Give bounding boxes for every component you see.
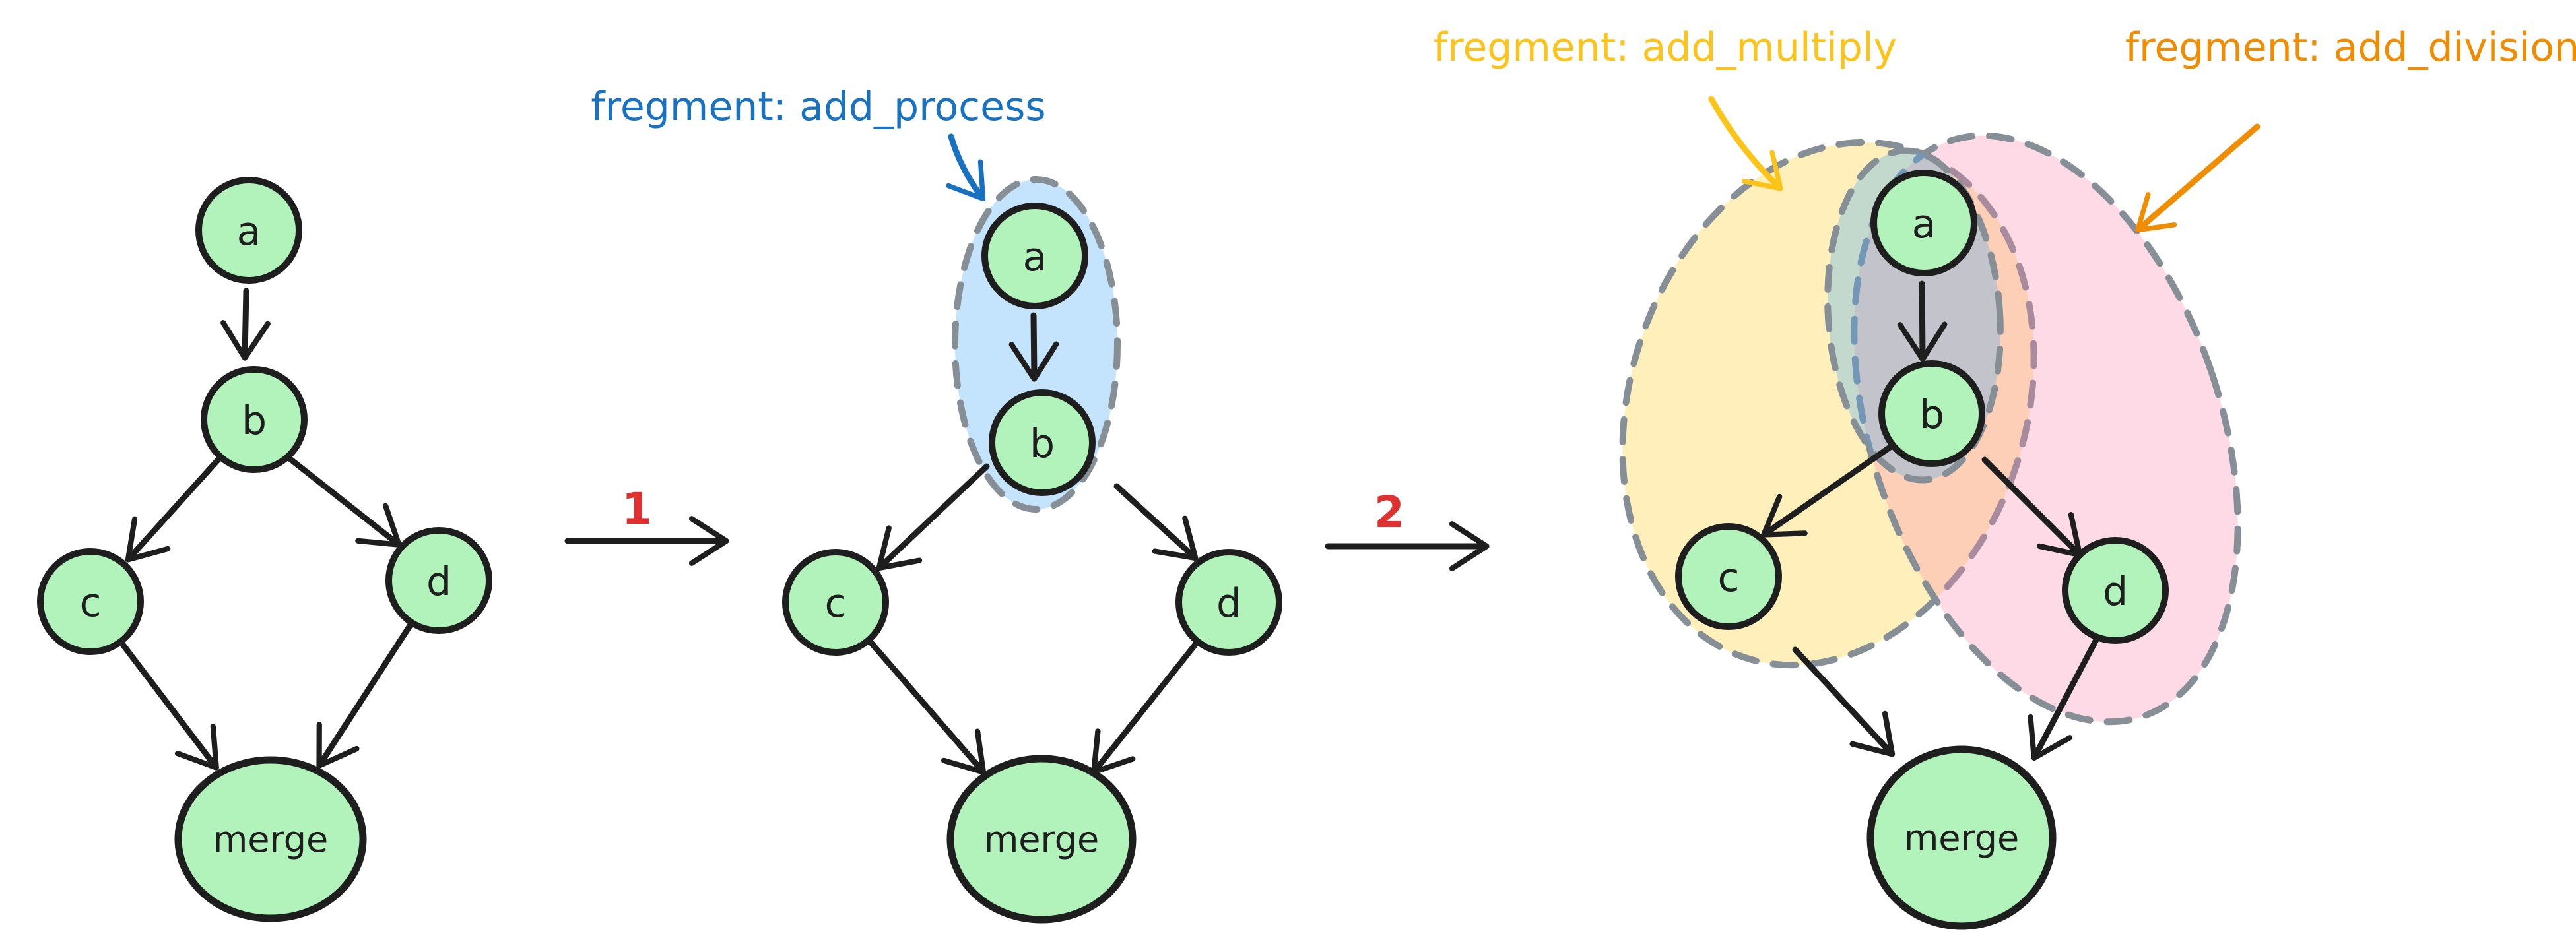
node-c-shape	[37, 548, 144, 655]
edge-b-d	[1981, 456, 2083, 558]
node-a: a	[195, 177, 302, 284]
node-b-label: b	[242, 398, 267, 444]
node-d: d	[2062, 537, 2169, 644]
node-c: c	[1675, 523, 1782, 630]
fragment-add-multiply-pointer-arrow	[1708, 96, 1783, 191]
node-d-shape	[1175, 549, 1282, 656]
edge-d-merge	[316, 619, 415, 769]
edge-d-merge	[1091, 638, 1201, 775]
node-a-shape	[195, 177, 302, 284]
fragment-add-division-pointer-arrow	[2135, 123, 2261, 233]
node-b: b	[989, 389, 1096, 496]
node-c-label: c	[825, 581, 847, 627]
step-1-transition: 1	[564, 484, 729, 566]
node-b: b	[1878, 360, 1985, 467]
edge-d-merge	[2028, 635, 2100, 761]
fragment-add-process-label: fregment: add_process	[591, 84, 1045, 130]
node-d-shape	[2062, 537, 2169, 644]
node-merge-shape	[174, 756, 367, 922]
node-merge-shape	[946, 755, 1137, 924]
node-a-shape	[1870, 170, 1977, 276]
node-b-label: b	[1919, 392, 1944, 438]
diagram-initial: a b c d merge	[37, 177, 492, 922]
node-merge: merge	[946, 755, 1137, 924]
node-d: d	[385, 527, 492, 634]
step-2-transition: 2	[1325, 487, 1490, 571]
edge-b-d	[1113, 483, 1199, 561]
node-b-shape	[1878, 360, 1985, 467]
node-b-shape	[201, 366, 308, 473]
edge-c-merge	[117, 639, 219, 771]
node-c-label: c	[1718, 555, 1740, 601]
node-c: c	[37, 548, 144, 655]
edge-b-c	[876, 463, 990, 571]
node-a: a	[1870, 170, 1977, 276]
node-a-shape	[981, 203, 1088, 309]
node-d-label: d	[426, 559, 451, 605]
node-b-label: b	[1030, 421, 1055, 467]
step-1-number: 1	[622, 484, 652, 534]
diagram-add-process: a b c d merge fregment: add_process	[591, 84, 1282, 924]
node-merge-label: merge	[213, 819, 329, 860]
node-a-label: a	[237, 208, 261, 255]
edge-a-b	[1897, 280, 1948, 362]
node-merge-label: merge	[1904, 817, 2020, 859]
step-2-number: 2	[1374, 487, 1404, 538]
node-a: a	[981, 203, 1088, 309]
node-merge-label: merge	[984, 819, 1100, 860]
node-merge: merge	[174, 756, 367, 922]
node-a-label: a	[1023, 234, 1047, 280]
node-d: d	[1175, 549, 1282, 656]
node-d-label: d	[1216, 581, 1241, 627]
node-b-shape	[989, 389, 1096, 496]
fragment-add-division-label: fregment: add_division	[2125, 24, 2576, 71]
node-c-label: c	[80, 580, 102, 626]
node-d-label: d	[2103, 569, 2128, 615]
edge-c-merge	[865, 637, 987, 775]
node-b: b	[201, 366, 308, 473]
node-a-label: a	[1912, 201, 1936, 247]
node-c: c	[782, 549, 889, 656]
fragment-add-process-pointer-arrow	[946, 133, 986, 201]
edge-a-b	[220, 288, 271, 361]
diagram-add-multiply-division: a b c d merge fregment: add_multiply fre…	[1434, 24, 2576, 930]
node-d-shape	[385, 527, 492, 634]
node-merge: merge	[1866, 745, 2057, 930]
node-c-shape	[782, 549, 889, 656]
fragment-add-multiply-label: fregment: add_multiply	[1434, 24, 1897, 71]
edge-b-c	[1761, 443, 1894, 538]
node-c-shape	[1675, 523, 1782, 630]
edge-b-d	[284, 454, 402, 548]
edge-b-c	[125, 454, 224, 563]
node-merge-shape	[1866, 745, 2057, 930]
edge-c-merge	[1792, 646, 1896, 757]
